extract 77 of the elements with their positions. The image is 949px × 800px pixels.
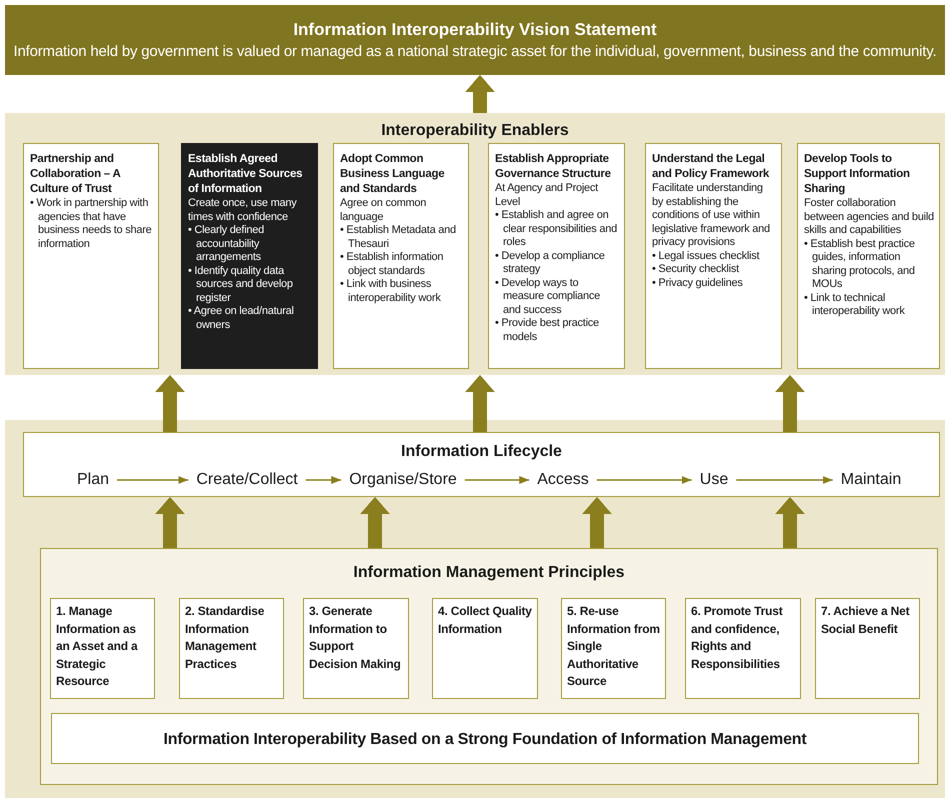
card-subtitle: Agree on common language [340,197,428,224]
arrow [464,476,530,484]
block-arrow [465,75,495,113]
enabler-card [797,143,940,369]
enabler-card [645,143,782,369]
enabler-card [23,143,159,369]
stage-label: Use [700,470,728,490]
block-arrow [155,497,185,548]
bullet-item: • Link to technical interoperability work [804,292,906,318]
principles-panel [40,548,938,785]
box-text: 4. Collect Quality Information [438,603,533,638]
box-text: 1. Manage Information as an Asset and a Strategic Resource [56,603,139,690]
card-subtitle: Facilitate understanding by establishing the conditions of use within legislative framework and privacy provisions [652,182,771,250]
card-heading: Establish Appropriate Governance Structure [495,152,612,182]
principle-box [815,598,920,699]
bullet-item: • Provide best practice models [495,317,600,344]
block-arrow [582,497,612,548]
block-arrow [775,375,805,432]
box-text: 6. Promote Trust and confidence, Rights and Responsibilities [691,603,784,672]
bullet-item: • Establish best practice guides, information sharing protocols, and MOUs [804,238,916,292]
card-subtitle: Foster collaboration between agencies and build skills and capabilities [804,197,934,238]
principle-box [303,598,409,699]
enabler-card [333,143,469,369]
banner-title: Information Interoperability Vision Statement [292,19,658,41]
stage-label: Create/Collect [196,470,298,490]
card-heading: Partnership and Collaboration – A Culture of Trust [30,152,122,197]
box-text: 5. Re-use Information from Single Authoritative Source [567,603,661,690]
block-arrow [360,497,390,548]
stage-label: Organise/Store [349,470,457,490]
bullet-item: • Security checklist [652,263,740,276]
bullet-item: • Clearly defined accountability arrangements [188,224,266,264]
stage-label: Plan [76,470,110,490]
block-arrow [155,375,185,432]
bullet-item: • Link with business interoperability work [340,278,442,305]
vision-banner [5,5,945,75]
principle-box [685,598,801,699]
foundation-box [51,713,919,764]
arrow [117,476,188,484]
stage-label: Access [537,470,589,490]
enabler-card [181,143,318,369]
principle-box [50,598,155,699]
bullet-item: • Establish and agree on clear responsibilities and roles [495,209,618,250]
panel-title: Information Lifecycle [401,442,562,462]
block-arrow [465,375,495,432]
lifecycle-panel [23,432,940,497]
card-heading: Establish Agreed Authoritative Sources of Information [188,152,304,197]
principle-box [561,598,666,699]
card-subtitle: At Agency and Project Level [495,182,600,209]
enabler-card [488,143,625,369]
bullet-item: • Work in partnership with agencies that have business needs to share information [30,197,152,251]
bullet-item: • Establish Metadata and Thesauri [340,224,457,251]
principle-box [179,598,284,699]
card-heading: Understand the Legal and Policy Framework [652,152,770,182]
bullet-item: • Agree on lead/natural owners [188,305,295,332]
bullet-item: • Establish information object standards [340,251,444,278]
box-text: 3. Generate Information to Support Decision Making [309,603,402,672]
arrow [306,476,342,484]
arrow [736,476,833,484]
box-text: 7. Achieve a Net Social Benefit [821,603,910,638]
arrow [596,476,692,484]
bullet-item: • Develop ways to measure compliance and success [495,276,601,317]
card-subtitle: Create once, use many times with confidence [188,197,298,224]
block-arrow [775,497,805,548]
vision-statement: Information held by government is valued or managed as a national strategic asset for the individual, government, business and the community. [12,42,938,62]
principle-box [432,598,538,699]
panel-title: Information Management Principles [353,563,625,583]
bullet-item: • Legal issues checklist [652,250,760,263]
box-text: Information Interoperability Based on a Strong Foundation of Information Management [162,730,808,750]
card-heading: Adopt Common Business Language and Standards [340,152,446,197]
box-text: 2. Standardise Information Management Practices [185,603,266,672]
bullet-item: • Identify quality data sources and develop register [188,264,294,305]
enablers-panel [5,113,945,375]
bullet-item: • Develop a compliance strategy [495,250,606,276]
stage-label: Maintain [840,470,902,490]
card-heading: Develop Tools to Support Information Sharing [804,152,911,197]
panel-title: Interoperability Enablers [381,121,569,141]
bullet-item: • Privacy guidelines [652,276,744,290]
